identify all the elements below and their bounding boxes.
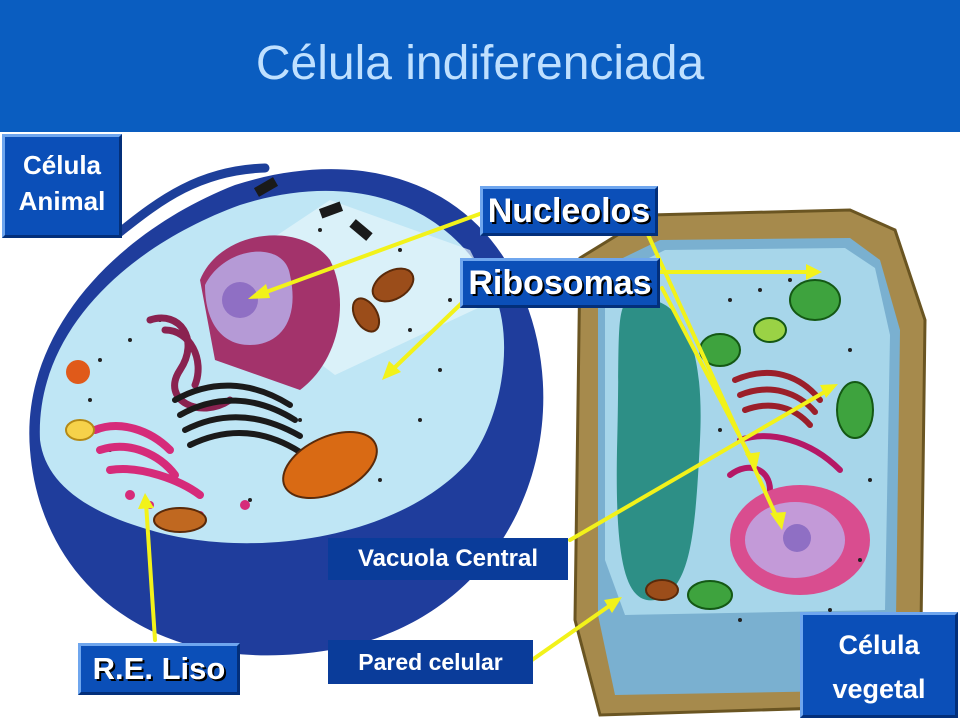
label-ribosomas: Ribosomas <box>460 258 660 308</box>
central-vacuole <box>616 298 701 601</box>
animal-mitochondrion-4 <box>153 507 207 533</box>
animal-golgi <box>172 382 303 455</box>
slide-header <box>0 0 960 132</box>
label-pared-celular-text: Pared celular <box>358 649 503 675</box>
label-pared-celular: Pared celular <box>328 640 533 684</box>
animal-smooth-er <box>91 422 204 499</box>
animal-cell-flagellum <box>115 163 270 237</box>
label-re-liso: R.E. Liso <box>78 643 240 695</box>
cell-diagram <box>29 163 927 717</box>
chloroplast-3 <box>753 317 787 343</box>
centrioles <box>253 177 373 241</box>
plant-nucleolus <box>783 524 811 552</box>
plant-cell <box>573 208 927 717</box>
animal-cell <box>29 163 544 656</box>
animal-peroxisome <box>65 419 95 441</box>
slide-title: Célula indiferenciada <box>255 37 705 90</box>
label-vacuola-central: Vacuola Central <box>328 538 568 580</box>
chloroplast-6 <box>645 579 679 601</box>
label-ribosomas-text: Ribosomas <box>468 264 652 302</box>
label-celula-animal-text: Célula Animal <box>18 150 106 216</box>
label-vacuola-central-text: Vacuola Central <box>357 545 539 572</box>
animal-mitochondrion-2 <box>351 297 381 333</box>
plant-golgi <box>732 370 823 428</box>
chloroplast-1 <box>789 279 841 321</box>
animal-mitochondrion-1 <box>371 267 415 303</box>
plant-ribosomes <box>718 278 872 622</box>
label-celula-vegetal-text: Célula vegetal <box>832 630 926 704</box>
label-nucleolos: Nucleolos <box>480 186 658 236</box>
animal-mitochondrion-3 <box>282 430 378 500</box>
animal-nucleolus <box>222 282 258 318</box>
label-celula-vegetal: Célula vegetal <box>800 612 958 718</box>
pointer-arrows <box>138 210 838 662</box>
chloroplast-5 <box>687 580 733 610</box>
label-re-liso-text: R.E. Liso <box>92 651 226 686</box>
label-nucleolos-text: Nucleolos <box>487 192 651 230</box>
chloroplast-4 <box>836 381 874 439</box>
label-celula-animal: Célula Animal <box>2 134 122 238</box>
animal-lysosome <box>66 360 90 384</box>
